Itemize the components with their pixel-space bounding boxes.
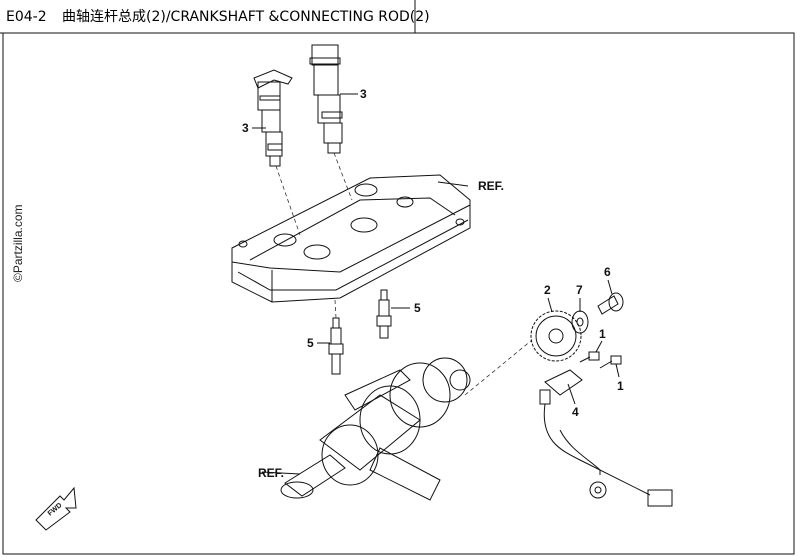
callout-bolt-small-bottom: 1 (617, 379, 624, 393)
spark-plug-right[interactable] (376, 289, 392, 339)
crankshaft[interactable] (280, 339, 533, 501)
callout-coil-left: 3 (242, 121, 249, 135)
header-title: 曲轴连杆总成(2)/CRANKSHAFT &CONNECTING ROD(2) (62, 9, 430, 25)
ignition-coil-left[interactable] (253, 69, 293, 167)
callout-bolt-small-top: 1 (599, 327, 606, 341)
watermark: ©Partzilla.com (11, 204, 25, 282)
callout-washer: 7 (576, 283, 583, 297)
bolt-small-bottom[interactable] (599, 355, 622, 369)
callout-plug-left: 5 (307, 336, 314, 350)
timing-rotor[interactable] (530, 310, 582, 362)
diagram-frame (2, 32, 795, 555)
callout-rotor: 2 (544, 283, 551, 297)
header-code: E04-2 (6, 9, 47, 25)
callout-bolt-large: 6 (604, 265, 611, 279)
ref-label-cover: REF. (478, 179, 504, 193)
bolt-large[interactable] (597, 292, 624, 315)
bolt-small-top[interactable] (579, 351, 600, 363)
callout-sensor: 4 (572, 405, 579, 419)
callout-coil-right: 3 (360, 87, 367, 101)
ignition-coil-right[interactable] (309, 44, 343, 154)
callout-plug-right: 5 (414, 301, 421, 315)
crank-position-sensor[interactable] (539, 369, 673, 507)
ref-label-crankshaft: REF. (258, 466, 284, 480)
spark-plug-left[interactable] (328, 317, 344, 375)
cylinder-head-cover[interactable] (231, 174, 471, 303)
fwd-arrow-icon (35, 486, 77, 531)
